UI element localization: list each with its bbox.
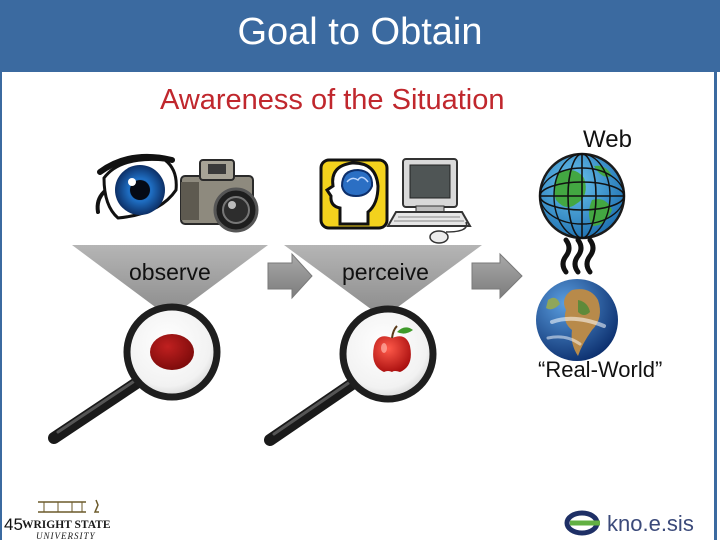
camera-icon [180, 159, 259, 233]
step-label-perceive: perceive [342, 259, 429, 285]
arrow-observe-to-perceive [267, 252, 313, 300]
real-world-label: “Real-World” [538, 357, 663, 382]
web-globe-icon [538, 152, 626, 240]
web-label: Web [583, 126, 632, 153]
eye-icon [95, 153, 178, 220]
brain-head-icon [319, 158, 389, 230]
arrow-perceive-to-world [471, 252, 523, 300]
magnifier-observe-icon [48, 303, 221, 444]
red-blob [150, 334, 194, 370]
slide-title: Goal to Obtain [237, 11, 483, 53]
knoesis-logo: kno.e.sis [564, 510, 694, 536]
title-bar [0, 0, 720, 72]
funnel-perceive [284, 245, 482, 318]
computer-icon [386, 158, 472, 244]
magnifier-perceive-icon [264, 305, 437, 446]
approx-symbol-text: ≈ [580, 255, 585, 264]
earth-globe-icon [536, 279, 618, 361]
slide-subtitle: Awareness of the Situation [160, 84, 505, 116]
funnel-observe [72, 245, 268, 318]
approx-symbol [560, 237, 596, 275]
slide-frame [0, 72, 717, 540]
knoesis-text: kno.e.sis [607, 511, 694, 536]
wright-state-logo: WRIGHT STATE UNIVERSITY [22, 499, 111, 540]
apple-icon [373, 325, 413, 372]
page-number: 45 [4, 515, 23, 534]
wsu-university: UNIVERSITY [36, 531, 96, 540]
wsu-name: WRIGHT STATE [22, 519, 111, 531]
step-label-observe: observe [129, 259, 211, 285]
